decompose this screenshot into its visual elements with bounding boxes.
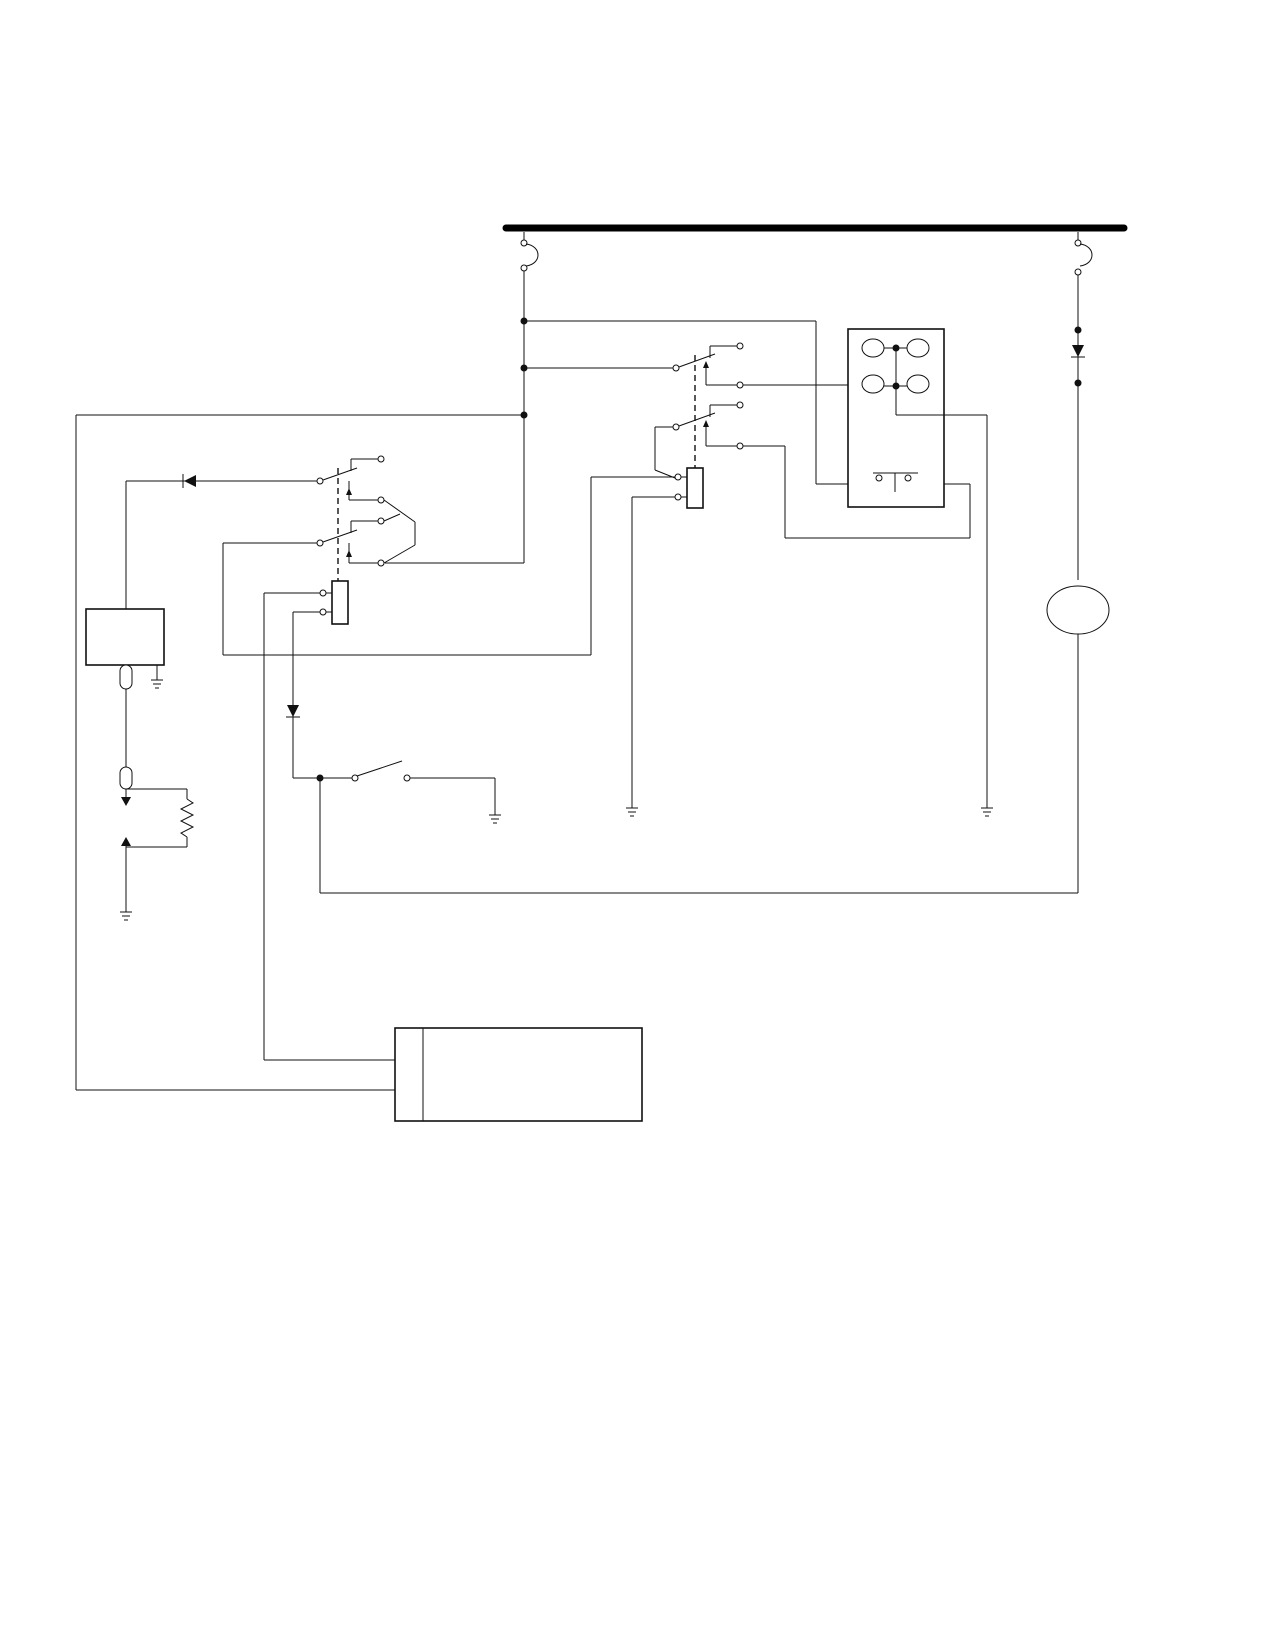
switch-contact bbox=[906, 374, 930, 394]
connector-plug bbox=[119, 766, 133, 790]
junction-dot bbox=[520, 364, 528, 372]
relay-right-contacts bbox=[654, 342, 971, 539]
ground-symbol bbox=[626, 807, 638, 817]
relay-coil-left bbox=[263, 580, 395, 1061]
sensor-module bbox=[85, 608, 195, 912]
controller-box bbox=[394, 1027, 643, 1122]
switch-contact bbox=[861, 338, 885, 358]
ground-symbol bbox=[120, 911, 132, 921]
circuit-breaker-right bbox=[1074, 232, 1093, 276]
connector-plug bbox=[119, 664, 133, 690]
ground-symbol bbox=[489, 814, 501, 824]
ground-symbol bbox=[151, 677, 163, 689]
resistor bbox=[179, 798, 195, 838]
ground-symbol bbox=[981, 807, 993, 817]
indicator-lamp bbox=[1046, 585, 1110, 635]
junction-dot bbox=[520, 411, 528, 419]
switch-contact bbox=[906, 338, 930, 358]
main-feed-wires bbox=[75, 271, 875, 1091]
switch-contact bbox=[861, 374, 885, 394]
lamp-branch bbox=[319, 275, 1110, 894]
relay-left-contacts bbox=[125, 455, 416, 609]
relay-coil-right bbox=[222, 467, 704, 808]
bottom-switch bbox=[293, 760, 496, 815]
switch-panel bbox=[847, 328, 988, 808]
circuit-breaker-left bbox=[520, 232, 539, 272]
junction-dot bbox=[520, 317, 528, 325]
